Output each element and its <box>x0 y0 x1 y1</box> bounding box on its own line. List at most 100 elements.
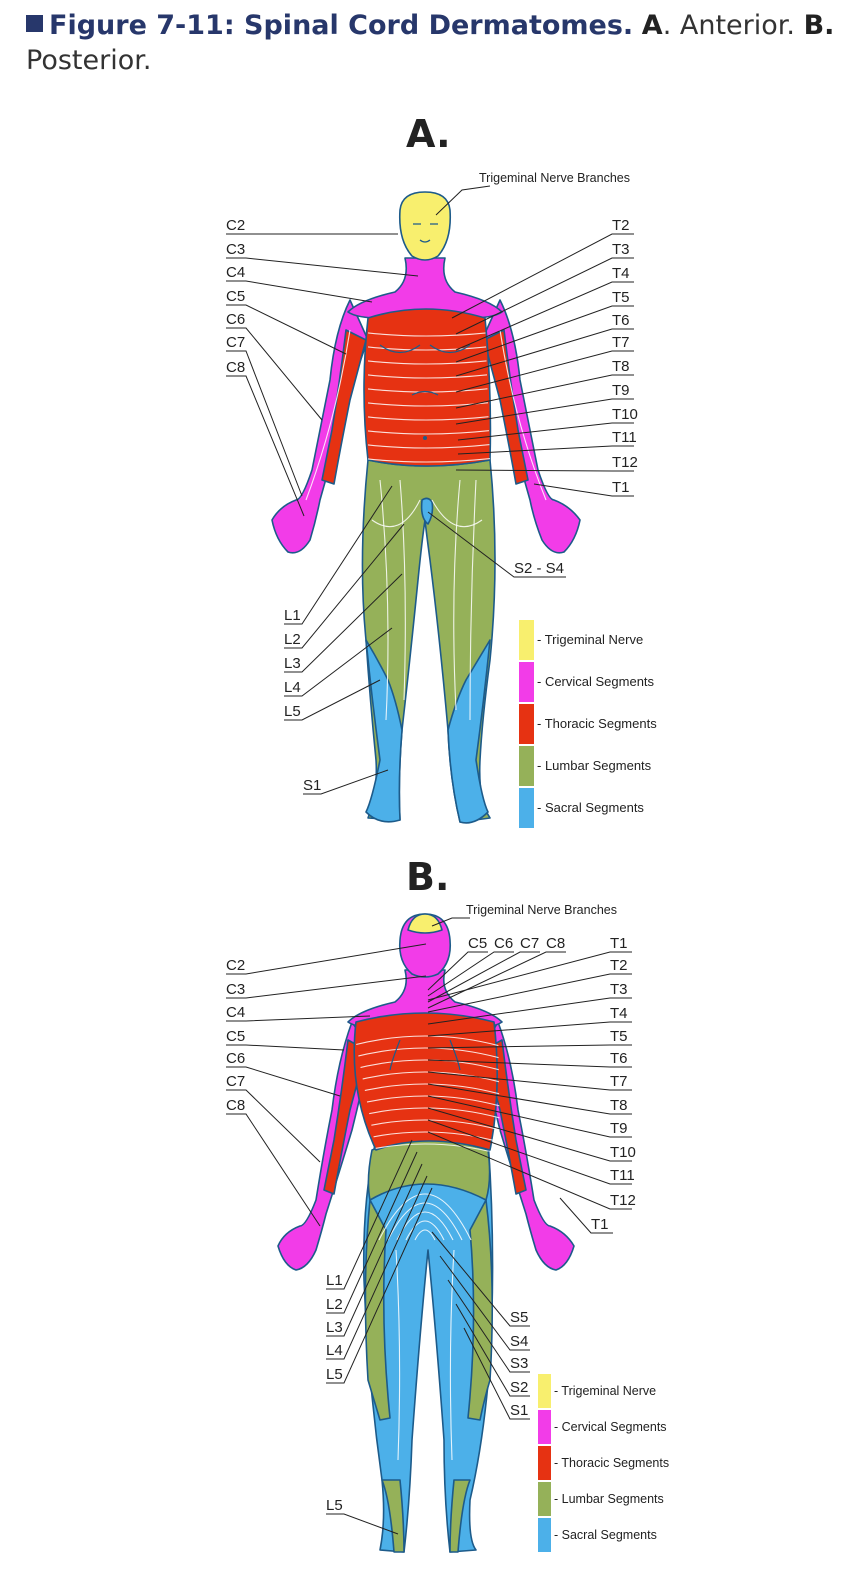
posterior-label-T1-0: T1 <box>610 935 628 952</box>
torso-arc-line <box>352 1059 500 1071</box>
posterior-leader-T7-6 <box>427 1071 632 1091</box>
anterior-labels: Trigeminal Nerve BranchesC2C3C4C5C6C7C8T… <box>226 171 638 795</box>
posterior-neck-label-C7: C7 <box>520 935 539 952</box>
anterior-label-C5: C5 <box>226 288 245 305</box>
posterior-leg-line <box>449 1249 455 1461</box>
leader-L1 <box>284 485 393 625</box>
torso-band-line <box>368 429 490 435</box>
posterior-leader-S1 <box>463 1327 530 1420</box>
posterior-leader-T1-0 <box>427 951 632 1001</box>
posterior-head-leader <box>431 917 470 927</box>
anterior-head-trigeminal <box>398 191 452 261</box>
posterior-leader-L1 <box>326 1139 413 1290</box>
anterior-label-T9: T9 <box>612 382 630 399</box>
anterior-label-T1: T1 <box>612 479 630 496</box>
posterior-torso-bands <box>352 1035 500 1155</box>
anterior-label-T10: T10 <box>612 406 638 423</box>
torso-band-line <box>368 331 490 337</box>
leader-T8 <box>455 374 634 409</box>
posterior-leg-line <box>395 1249 401 1461</box>
posterior-legend-item-3: - Lumbar Segments <box>554 1492 664 1506</box>
posterior-leader-T9-8 <box>427 1095 632 1138</box>
posterior-neck-leader-C5 <box>427 951 488 991</box>
anterior-legend-item-3: - Lumbar Segments <box>537 758 652 773</box>
anterior-label-C6: C6 <box>226 311 245 328</box>
posterior-head-label: Trigeminal Nerve Branches <box>466 903 617 917</box>
torso-band-line <box>368 457 490 463</box>
leader-L5 <box>284 679 381 721</box>
panel-a-letter: A. <box>406 112 451 156</box>
anterior-body <box>271 191 581 824</box>
arm-dermatome-line <box>305 329 351 501</box>
posterior-label-L5: L5 <box>326 1366 343 1383</box>
anterior-label-C3: C3 <box>226 241 245 258</box>
groin-leader <box>427 511 566 578</box>
posterior-legend: - Trigeminal Nerve- Cervical Segments- T… <box>538 1374 669 1552</box>
leader-L2 <box>284 523 405 649</box>
posterior-label-L1: L1 <box>326 1272 343 1289</box>
anterior-torso-bands <box>368 331 490 463</box>
posterior-label-C8: C8 <box>226 1097 245 1114</box>
anterior-label-T2: T2 <box>612 217 630 234</box>
posterior-label-L2: L2 <box>326 1296 343 1313</box>
posterior-leader-T8-7 <box>427 1083 632 1115</box>
posterior-leader-T4-3 <box>427 1021 632 1037</box>
anterior-label-L3: L3 <box>284 655 301 672</box>
posterior-leader-C4 <box>226 1015 371 1022</box>
posterior-leader-S4 <box>439 1255 530 1351</box>
anterior-groin-label: S2 - S4 <box>514 560 564 577</box>
leader-L4 <box>284 627 393 697</box>
posterior-leader-S3 <box>447 1279 530 1373</box>
leader-C6 <box>226 327 323 421</box>
posterior-leader-T6-5 <box>427 1059 632 1068</box>
anterior-legend-swatch-4 <box>519 788 534 828</box>
leader-C3 <box>226 257 419 277</box>
sacral-arc-line <box>414 1229 436 1241</box>
anterior-right-shin-sacral <box>447 639 491 824</box>
posterior-leader-S5 <box>431 1231 530 1327</box>
posterior-label-T1-12: T1 <box>591 1216 609 1233</box>
posterior-neck-label-C6: C6 <box>494 935 513 952</box>
anterior-label-T7: T7 <box>612 334 630 351</box>
posterior-body <box>277 913 575 1553</box>
caption-a-letter: A <box>641 10 663 41</box>
posterior-leader-T10-9 <box>427 1107 632 1162</box>
posterior-leader-S2 <box>455 1303 530 1397</box>
torso-arc-line <box>352 1071 500 1083</box>
anterior-legend-item-0: - Trigeminal Nerve <box>537 632 643 647</box>
caption-a-text: . Anterior. <box>662 10 804 41</box>
leader-T12 <box>455 469 634 472</box>
posterior-label-S2: S2 <box>510 1379 528 1396</box>
anterior-legend-item-1: - Cervical Segments <box>537 674 655 689</box>
leader-T6 <box>455 328 634 377</box>
posterior-leader-C3 <box>226 975 427 999</box>
posterior-scapula-details <box>389 1039 461 1071</box>
leg-dermatome-line <box>371 499 421 528</box>
posterior-label-S1: S1 <box>510 1402 528 1419</box>
posterior-label-S4: S4 <box>510 1333 528 1350</box>
posterior-leader-L3 <box>326 1163 423 1337</box>
anterior-legend-swatch-0 <box>519 620 534 660</box>
posterior-right-foot-lumbar <box>449 1479 471 1553</box>
posterior-label-T10-9: T10 <box>610 1144 636 1161</box>
posterior-label-L3: L3 <box>326 1319 343 1336</box>
posterior-label-C4: C4 <box>226 1004 245 1021</box>
posterior-legend-item-0: - Trigeminal Nerve <box>554 1384 656 1398</box>
posterior-label-T8-7: T8 <box>610 1097 628 1114</box>
posterior-label-T2-1: T2 <box>610 957 628 974</box>
leader-T3 <box>455 257 634 335</box>
leader-T7 <box>455 350 634 393</box>
anterior-label-C4: C4 <box>226 264 245 281</box>
posterior-neck-label-C8: C8 <box>546 935 565 952</box>
posterior-label-T6-5: T6 <box>610 1050 628 1067</box>
torso-band-line <box>368 401 490 407</box>
posterior-legend-swatch-1 <box>538 1410 551 1444</box>
posterior-leader-C7 <box>226 1089 321 1163</box>
anterior-label-L4: L4 <box>284 679 301 696</box>
anterior-legend-swatch-1 <box>519 662 534 702</box>
torso-band-line <box>368 373 490 379</box>
anterior-label-L5: L5 <box>284 703 301 720</box>
anterior-label-T8: T8 <box>612 358 630 375</box>
posterior-label-L4: L4 <box>326 1342 343 1359</box>
